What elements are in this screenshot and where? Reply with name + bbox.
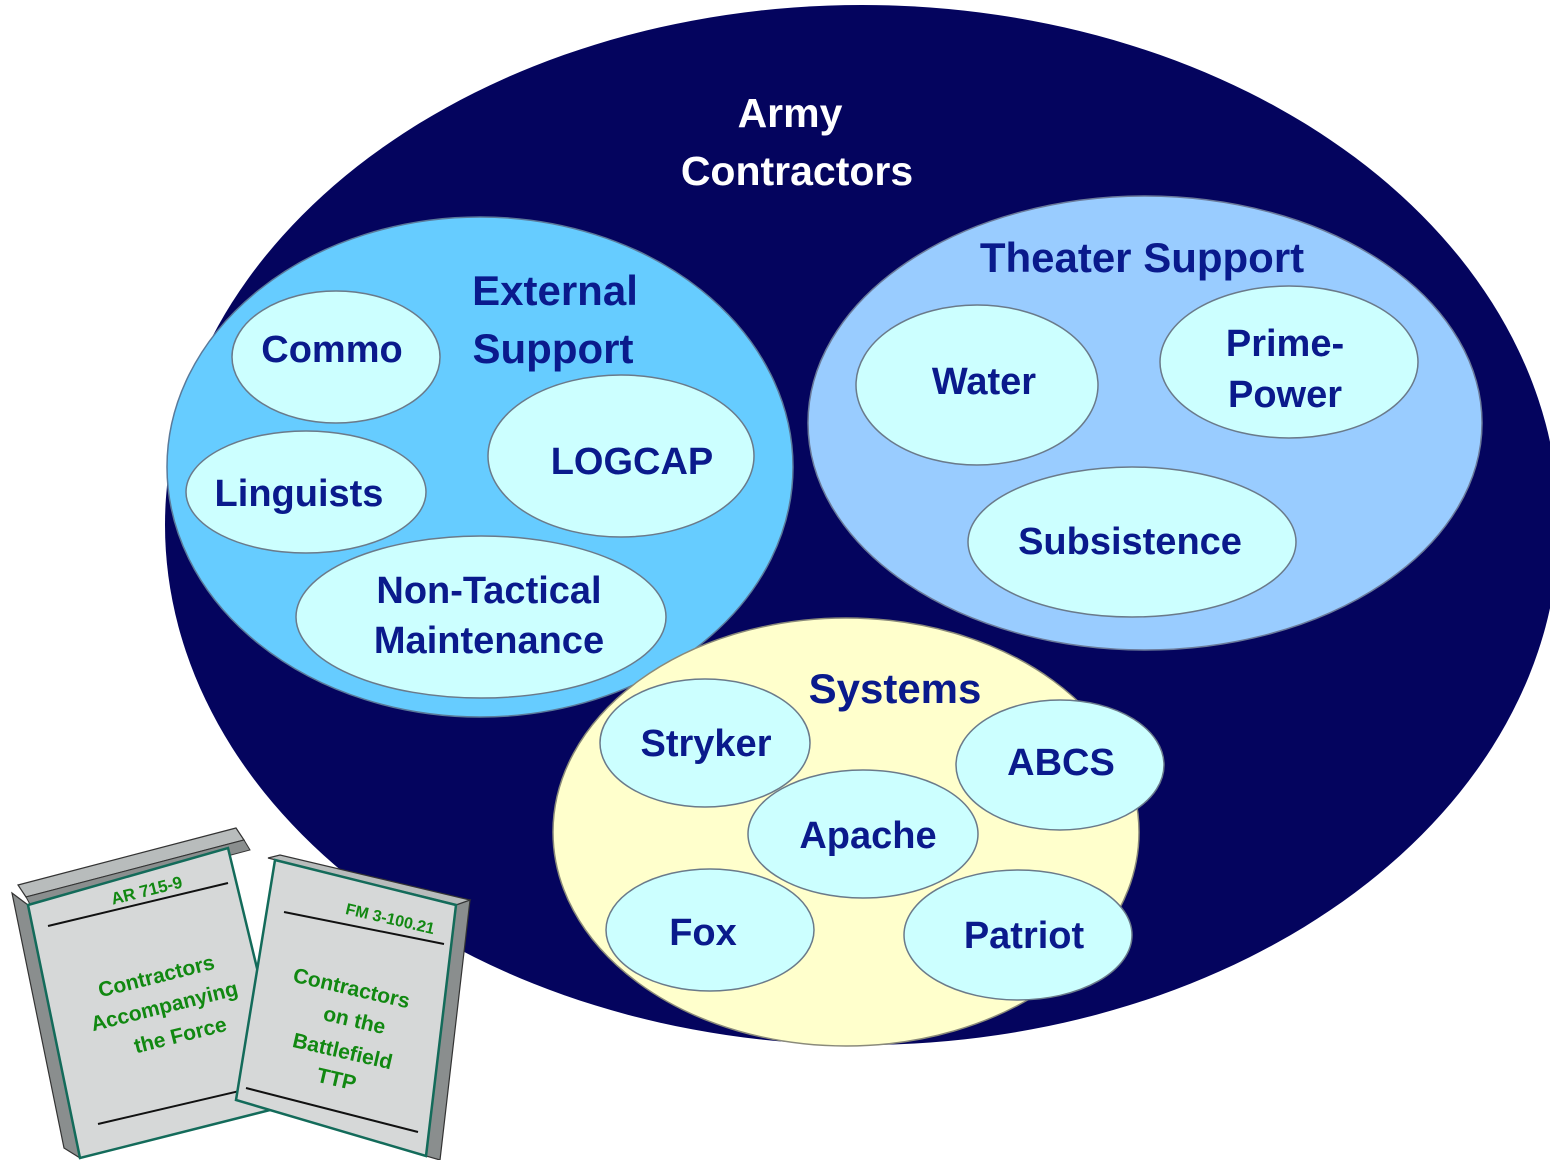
prime-power-label-line1: Prime-	[1226, 323, 1344, 365]
army-title-line1: Army	[738, 90, 843, 136]
army-title-line2: Contractors	[681, 148, 913, 194]
patriot-label: Patriot	[964, 915, 1085, 957]
logcap-label: LOGCAP	[551, 441, 714, 483]
prime-power-label-line2: Power	[1228, 374, 1342, 416]
abcs-label: ABCS	[1007, 742, 1115, 784]
subsistence-label: Subsistence	[1018, 521, 1242, 563]
prime-power-ellipse	[1159, 285, 1419, 439]
fm-3-100-21-book: FM 3-100.21 Contractors on the Battlefie…	[234, 854, 472, 1160]
non-tactical-label-line1: Non-Tactical	[376, 570, 601, 612]
stryker-label: Stryker	[641, 723, 772, 765]
linguists-ellipse	[185, 430, 427, 554]
external-support-title-line2: Support	[473, 325, 634, 372]
stryker-ellipse	[599, 678, 811, 808]
subsistence-ellipse	[967, 466, 1297, 618]
logcap-ellipse	[487, 374, 755, 538]
non-tactical-maintenance-ellipse	[295, 535, 667, 699]
patriot-ellipse	[903, 869, 1133, 1001]
commo-label: Commo	[261, 329, 402, 371]
linguists-label: Linguists	[215, 473, 384, 515]
ar-715-9-book: AR 715-9 Contractors Accompanying the Fo…	[11, 827, 292, 1160]
apache-label: Apache	[799, 815, 936, 857]
commo-ellipse	[231, 290, 441, 424]
water-ellipse	[855, 304, 1099, 466]
non-tactical-label-line2: Maintenance	[374, 620, 604, 662]
external-support-title-line1: External	[472, 267, 638, 314]
systems-title: Systems	[809, 665, 982, 712]
apache-ellipse	[747, 769, 979, 899]
fox-label: Fox	[669, 912, 737, 954]
abcs-ellipse	[955, 699, 1165, 831]
theater-support-title: Theater Support	[980, 234, 1304, 281]
water-label: Water	[932, 361, 1036, 403]
fox-ellipse	[605, 868, 815, 992]
